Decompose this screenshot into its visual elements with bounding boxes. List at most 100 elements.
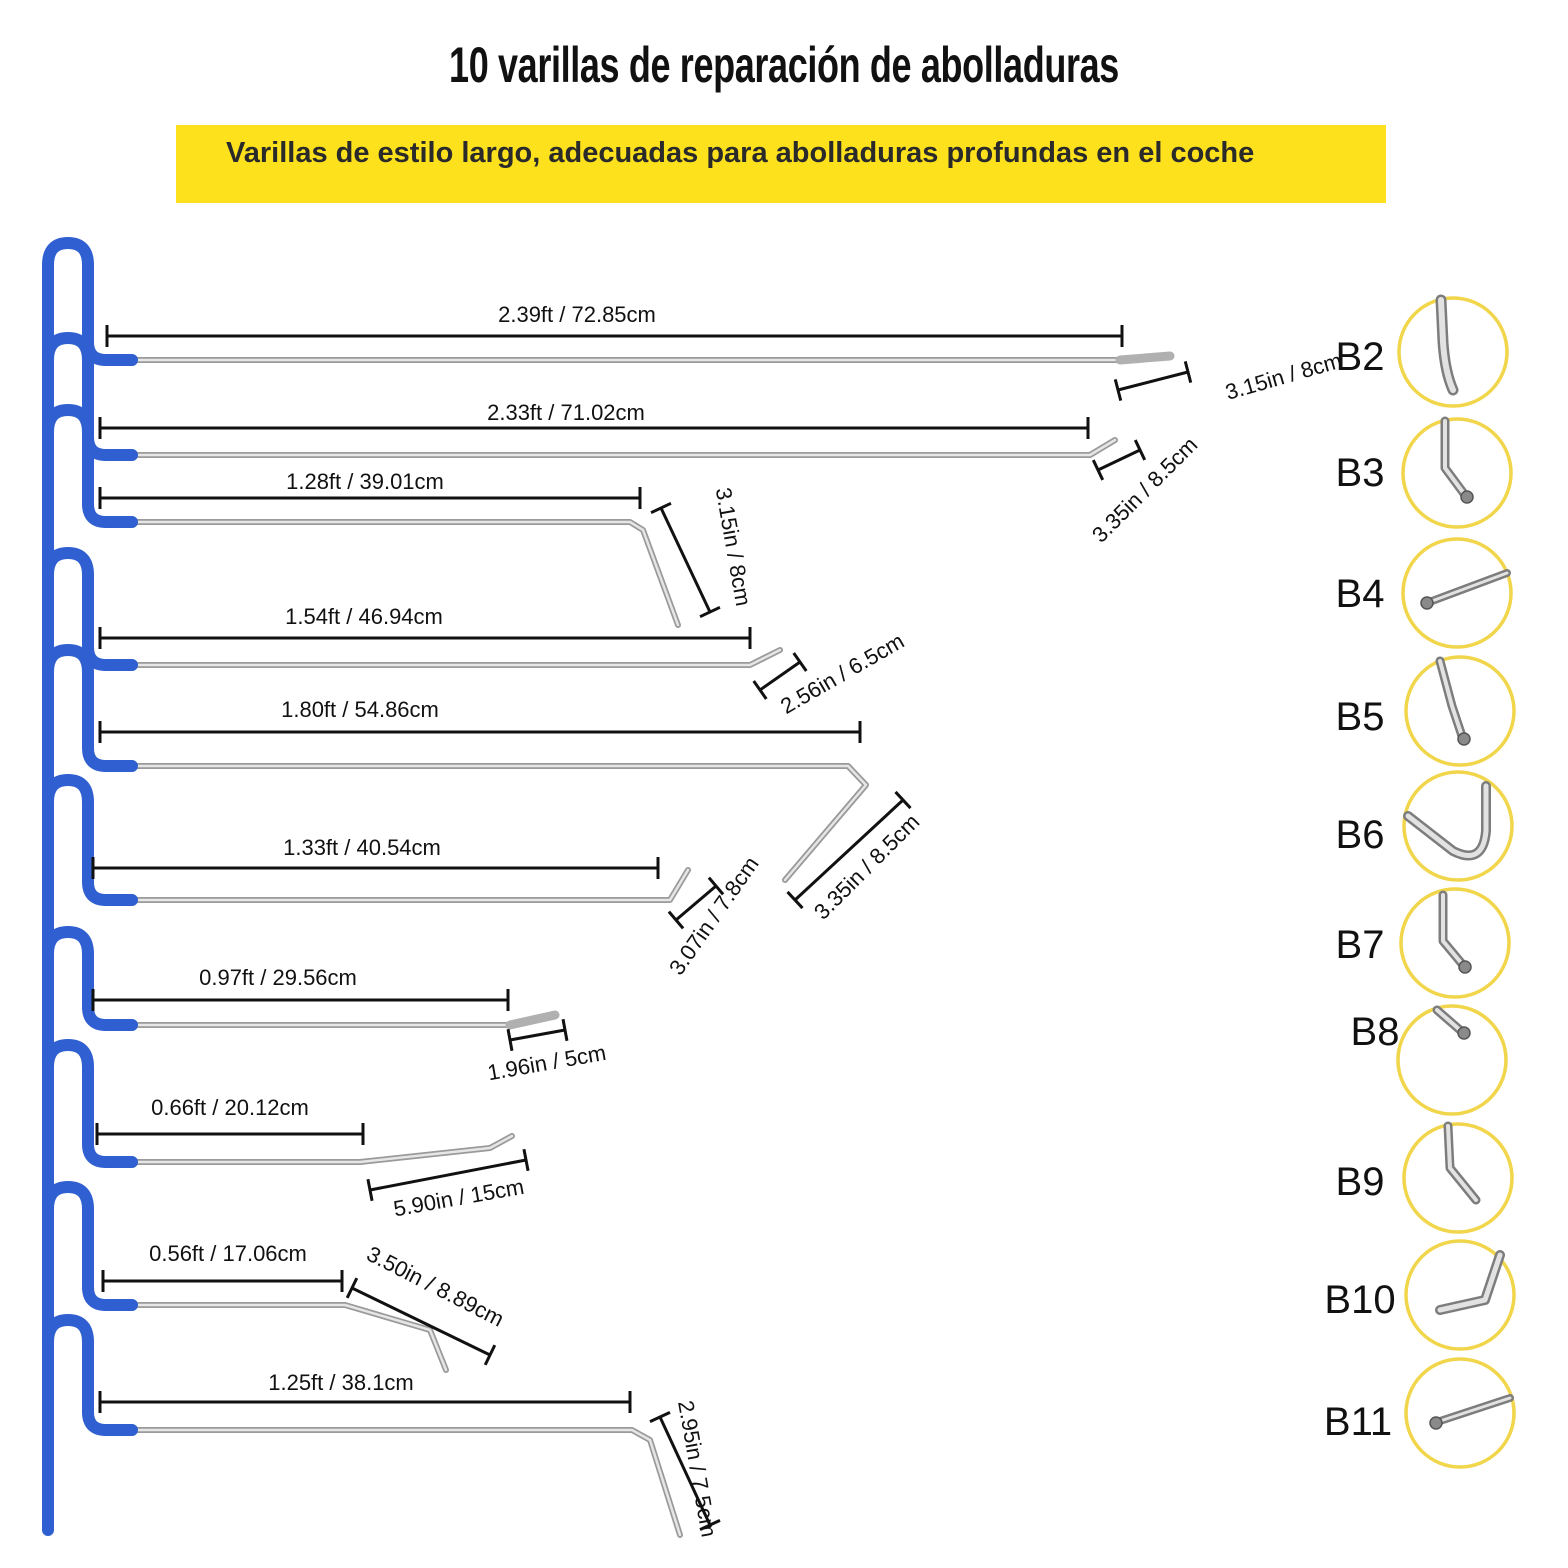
rod-shaft	[107, 1012, 558, 1028]
tip-code: B4	[1336, 572, 1385, 616]
dimension-tick	[506, 1028, 514, 1052]
tip-label: 2.56in / 6.5cm	[776, 628, 908, 719]
dimension-line	[1117, 370, 1189, 392]
dimension-tick	[1183, 360, 1193, 384]
rod-shaft-highlight	[108, 1428, 682, 1537]
tip-dimension	[752, 652, 808, 700]
tip-code: B3	[1336, 451, 1385, 495]
rod-shaft-highlight	[108, 438, 1117, 457]
tip-b8: B8	[1351, 1004, 1508, 1116]
tip-ring	[1396, 1004, 1508, 1116]
tip-b4: B4	[1336, 537, 1513, 649]
tip-code: B11	[1324, 1400, 1392, 1444]
tip-label: 3.15in / 8cm	[1222, 348, 1344, 405]
tip-b10: B10	[1324, 1239, 1516, 1351]
dimension-line	[675, 884, 717, 922]
dimension-tick	[649, 1411, 671, 1423]
length-label: 1.28ft / 39.01cm	[286, 469, 444, 494]
tip-b3: B3	[1336, 416, 1513, 529]
rod-shaft-highlight	[108, 764, 868, 882]
length-dimension	[101, 1270, 344, 1292]
dimension-line	[659, 507, 712, 613]
ball-tip	[1457, 732, 1471, 746]
rod-icon-highlight	[1435, 1008, 1462, 1032]
dimension-tick	[1113, 378, 1123, 402]
tip-ball-icon	[1420, 569, 1511, 610]
length-label: 1.33ft / 40.54cm	[283, 835, 441, 860]
tip-label: 3.35in / 8.5cm	[809, 809, 924, 924]
rod-handle	[42, 547, 138, 766]
tip-code: B9	[1336, 1160, 1385, 1204]
dimension-tick	[792, 652, 808, 672]
tip-ring	[1401, 417, 1513, 529]
rod-handle	[42, 1181, 138, 1406]
length-label: 2.33ft / 71.02cm	[487, 400, 645, 425]
rod-shaft-highlight	[108, 520, 680, 627]
rod-shaft	[107, 1302, 449, 1373]
tip-ring	[1404, 655, 1516, 767]
tip-code: B10	[1324, 1278, 1395, 1322]
length-dimension	[91, 857, 660, 879]
rod-shaft-highlight	[108, 1134, 514, 1164]
rod-handle	[42, 926, 138, 1136]
tip-b11: B11	[1324, 1357, 1516, 1469]
tip-dimension	[649, 1411, 721, 1531]
dimension-line	[1097, 448, 1141, 472]
rod-icon-highlight	[1446, 1124, 1478, 1202]
tip-ring	[1397, 296, 1509, 408]
tip-dimension	[650, 501, 721, 619]
dimension-line	[369, 1158, 527, 1192]
ball-tip	[1429, 1416, 1443, 1430]
tip-code: B6	[1336, 813, 1385, 857]
ball-tip	[1460, 490, 1474, 504]
tip-code: B8	[1351, 1010, 1400, 1054]
dimension-tick	[699, 605, 721, 619]
dimension-tick	[483, 1344, 497, 1366]
rod-handle	[42, 644, 138, 886]
tip-curved-icon	[1435, 294, 1459, 396]
dimension-tick	[366, 1178, 374, 1202]
dimension-tick	[561, 1018, 569, 1042]
subtitle-banner: Varillas de estilo largo, adecuadas para…	[176, 125, 1386, 203]
length-dimension	[98, 487, 642, 509]
tip-ball-icon	[1429, 1394, 1514, 1430]
tip-dimension	[786, 790, 912, 910]
rod-shaft-highlight	[108, 648, 782, 667]
length-label: 0.97ft / 29.56cm	[199, 965, 357, 990]
tip-b5: B5	[1336, 655, 1516, 767]
tip-label: 3.15in / 8cm	[711, 486, 756, 608]
dimension-line	[351, 1286, 491, 1357]
dimension-line	[759, 660, 801, 692]
tip-code: B7	[1336, 923, 1385, 967]
rod-icon-highlight	[1443, 419, 1467, 497]
dimension-tick	[650, 501, 672, 515]
rod-shaft	[107, 437, 1118, 458]
rod-tip	[505, 1010, 560, 1030]
rod-handle	[42, 1039, 138, 1266]
tip-short-ball-icon	[1432, 1005, 1471, 1040]
rod-shaft-highlight	[108, 868, 690, 902]
rod-handle	[42, 774, 138, 1006]
tip-b9: B9	[1336, 1121, 1514, 1234]
tip-b2: B2	[1336, 294, 1509, 408]
tip-dimension	[345, 1277, 497, 1366]
tip-elbow-icon	[1435, 1250, 1505, 1315]
rod-shaft	[107, 647, 783, 668]
dimension-line	[793, 798, 905, 902]
tip-label: 1.96in / 5cm	[486, 1040, 608, 1085]
rod-icon-highlight	[1437, 1252, 1503, 1313]
rod-icon-highlight	[1438, 297, 1456, 393]
tip-dimension	[366, 1148, 530, 1202]
tip-b6: B6	[1336, 770, 1514, 882]
length-label: 0.56ft / 17.06cm	[149, 1241, 307, 1266]
tip-dimension	[1091, 439, 1147, 481]
tip-b7: B7	[1336, 887, 1511, 999]
dimension-tick	[894, 790, 912, 810]
dimension-tick	[699, 1519, 721, 1531]
